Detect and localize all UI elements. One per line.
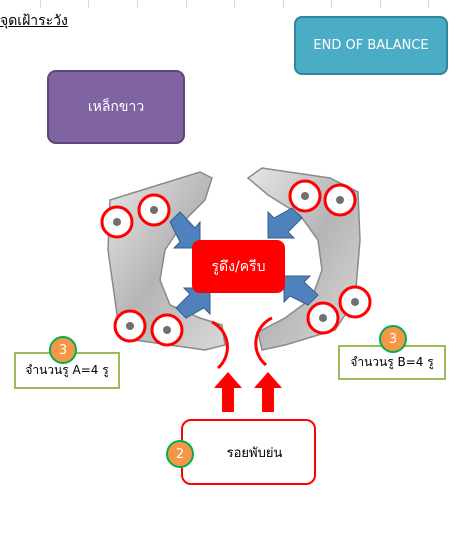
badge-count-a: 3 [49,336,77,364]
red-up-arrow-icon [254,372,282,412]
blue-arrow-icon [169,211,201,249]
material-box: เหล็กขาว [47,70,185,144]
red-up-arrow-icon [214,372,242,412]
fold-label: รอยพับย่น [226,445,283,461]
blue-arrow-icon [283,275,319,306]
page-title: จุดเฝ้าระวัง [0,13,68,29]
badge-count-b: 3 [379,325,407,353]
end-of-balance-box: END OF BALANCE [294,16,448,75]
blue-arrow-icon [267,207,303,239]
sheet-gridlines [0,0,466,8]
fold-callout: รอยพับย่น [181,419,316,485]
fold-mark-left [211,320,229,370]
hole-callout: รูดึง/ครีบ [192,240,285,293]
badge-fold: 2 [166,440,194,468]
fold-mark-right [254,316,273,367]
